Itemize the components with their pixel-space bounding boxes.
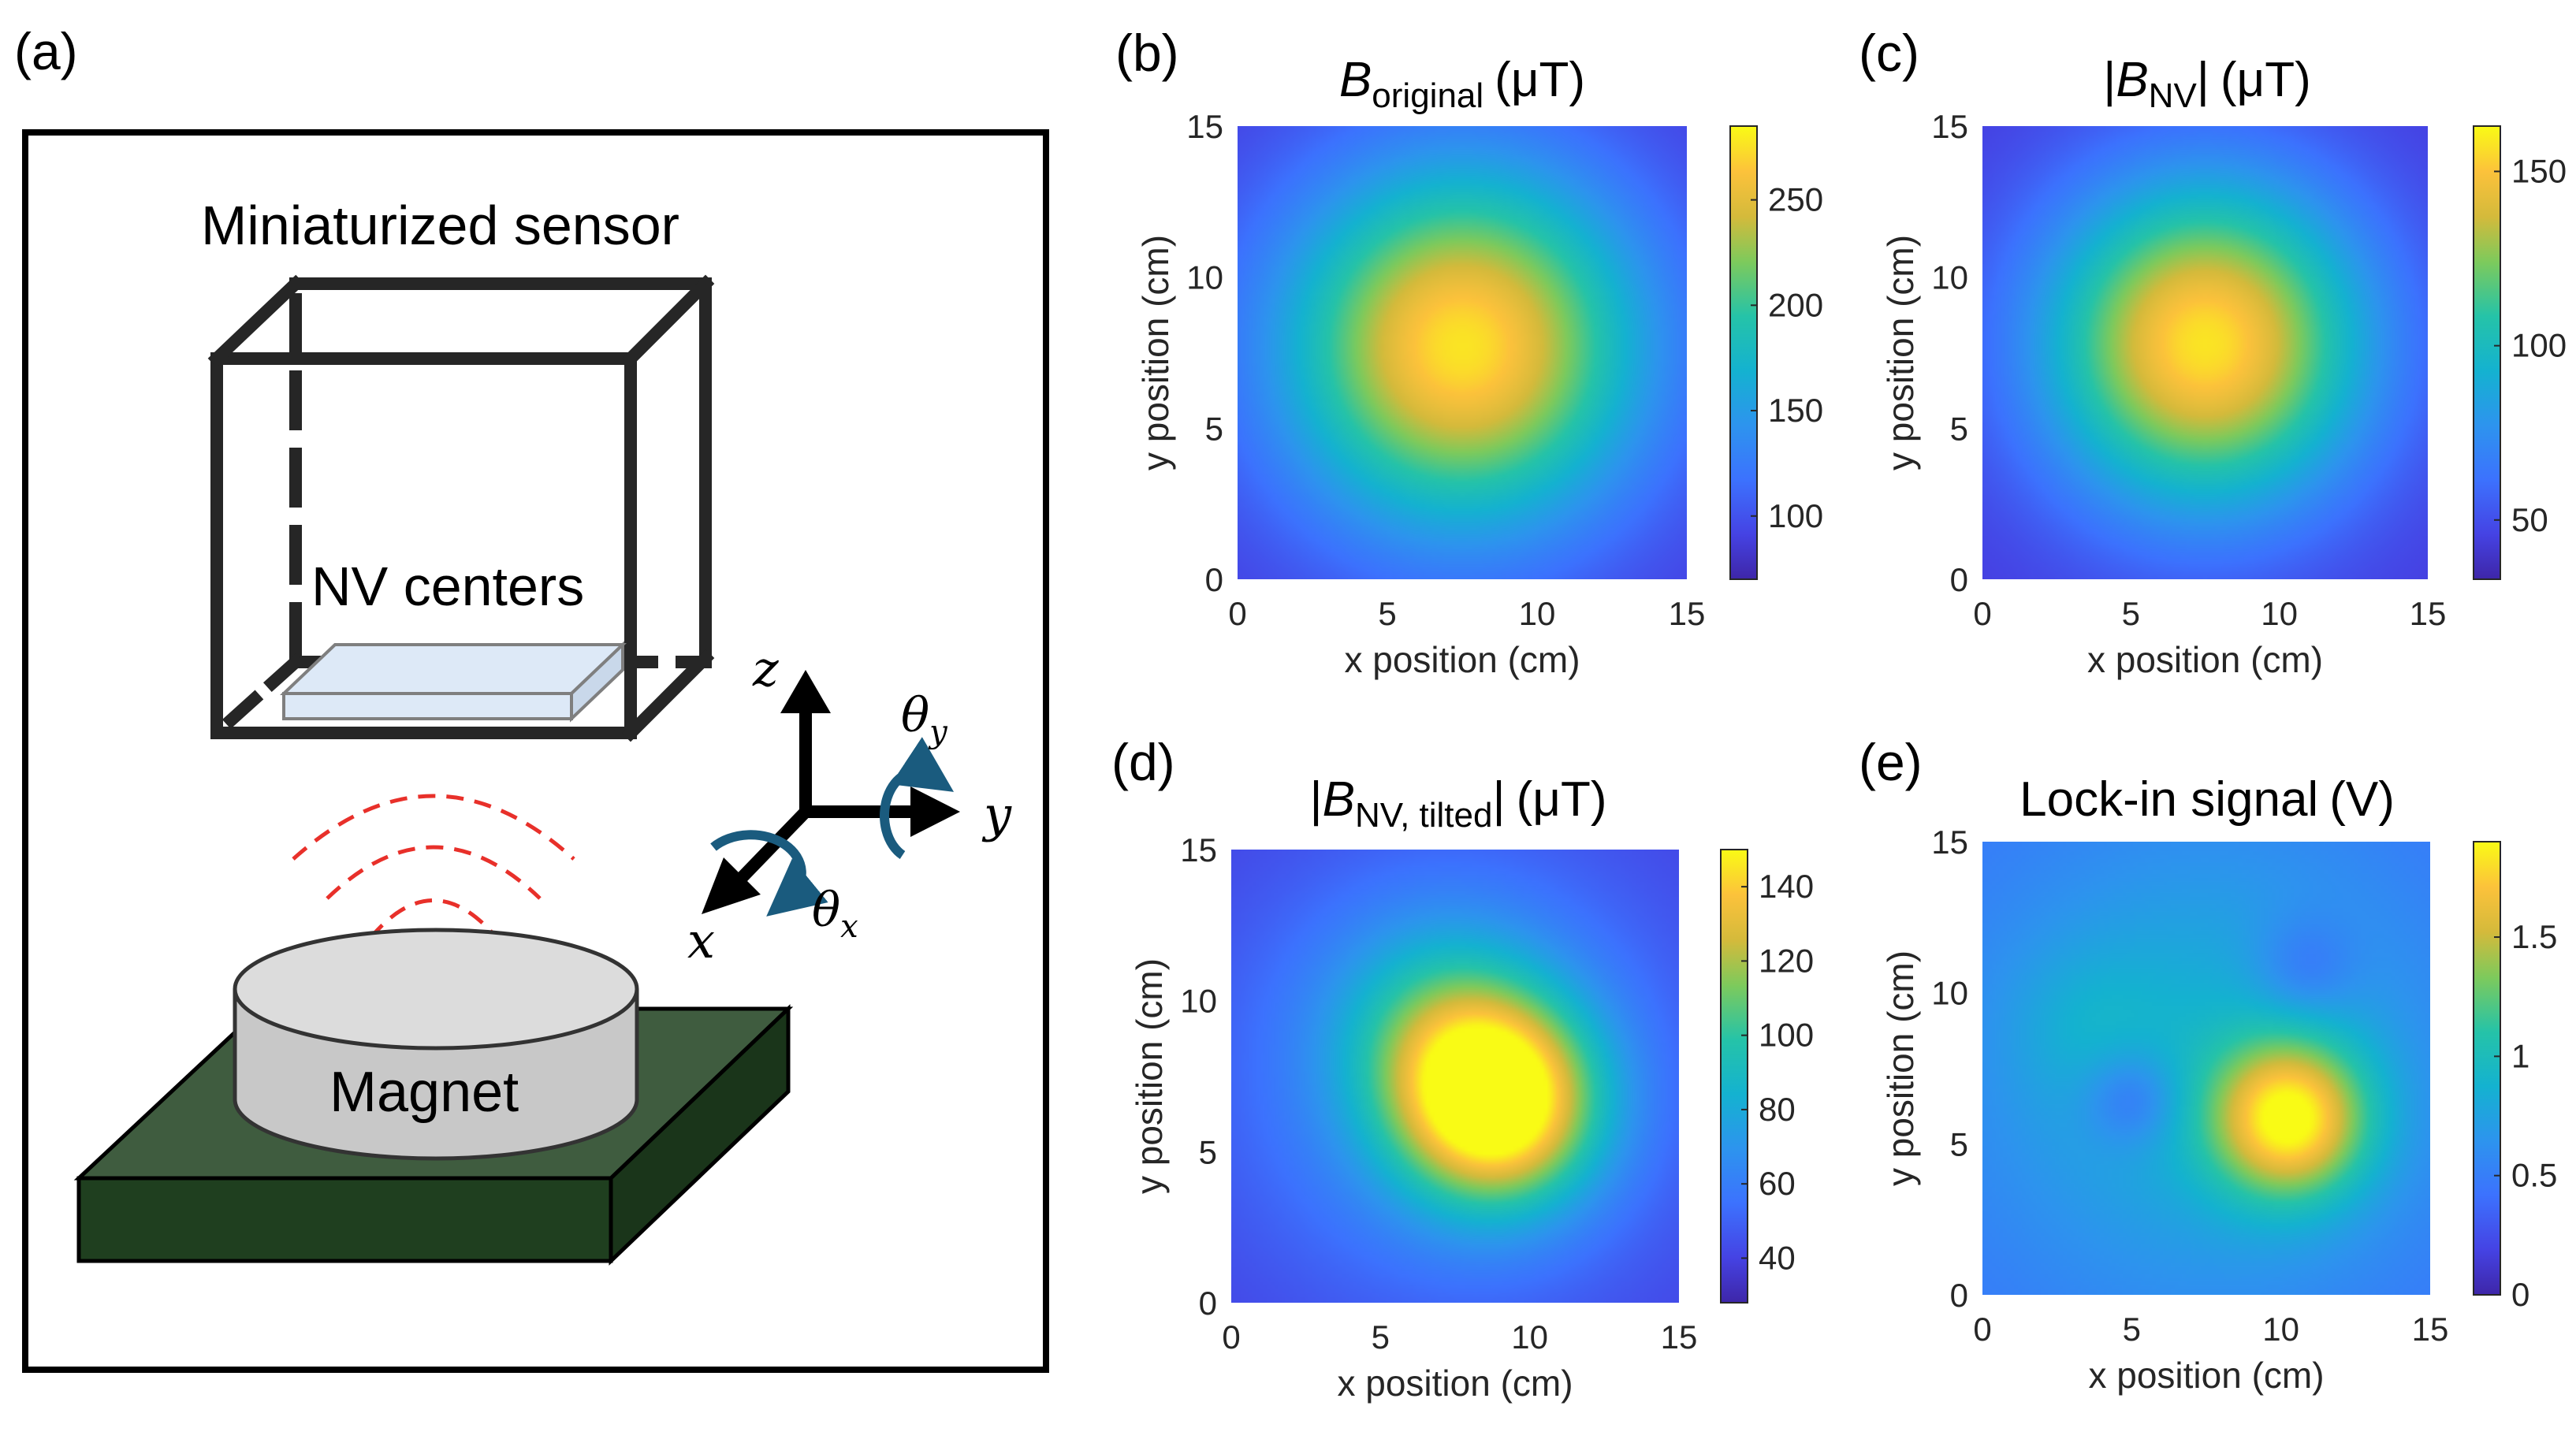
y-tick-label: 0 <box>1950 1277 1968 1314</box>
x-axis-label: x <box>687 912 715 969</box>
x-tick-label: 0 <box>1973 1311 1991 1348</box>
colorbar <box>2473 841 2501 1296</box>
panel-a-illustration: (a) Miniaturized sensor NV centers <box>14 22 1049 1373</box>
x-tick-label: 0 <box>1973 595 1991 632</box>
colorbar <box>1720 849 1748 1304</box>
y-tick-label: 5 <box>1199 1133 1217 1170</box>
panel-label: (d) <box>1111 733 1175 791</box>
x-axis-label: x position (cm) <box>2088 1355 2324 1396</box>
heatmap-title: |BNV|(μT) <box>2103 53 2311 115</box>
y-tick-label: 0 <box>1950 561 1968 598</box>
heatmap-panel-2: (d) |BNV, tilted|(μT) 0 5 10 15 0 5 10 15 x positi… <box>1111 733 1814 1404</box>
heatmap-title: Boriginal(μT) <box>1339 53 1585 115</box>
colorbar-tick-label: 0 <box>2511 1276 2529 1313</box>
x-tick-label: 5 <box>1372 1318 1390 1356</box>
coordinate-axes <box>702 670 960 917</box>
panel-a-frame <box>22 129 1049 1373</box>
y-axis-label: y position (cm) <box>1135 235 1176 470</box>
x-tick-label: 15 <box>1661 1318 1698 1356</box>
y-tick-label: 10 <box>1186 259 1223 296</box>
x-axis-label: x position (cm) <box>1344 639 1580 680</box>
heatmap-image <box>1238 126 1687 579</box>
panel-label: (b) <box>1115 24 1179 82</box>
x-tick-label: 0 <box>1228 595 1246 632</box>
x-tick-label: 10 <box>2261 595 2298 632</box>
heatmap-image <box>1982 126 2428 579</box>
z-axis-label: z <box>752 640 779 697</box>
x-tick-label: 10 <box>2262 1311 2299 1348</box>
x-tick-label: 15 <box>1669 595 1706 632</box>
colorbar-tick-label: 60 <box>1759 1165 1796 1202</box>
colorbar-tick-label: 150 <box>2511 153 2567 190</box>
x-axis-label: x position (cm) <box>1337 1363 1573 1404</box>
colorbar-tick-label: 100 <box>2511 327 2567 364</box>
x-tick-label: 5 <box>2122 595 2140 632</box>
y-tick-label: 10 <box>1931 259 1968 296</box>
x-tick-label: 15 <box>2410 595 2447 632</box>
colorbar-tick-label: 50 <box>2511 501 2548 538</box>
y-tick-label: 0 <box>1205 561 1223 598</box>
y-tick-label: 15 <box>1186 108 1223 145</box>
x-tick-label: 10 <box>1519 595 1556 632</box>
x-axis-label: x position (cm) <box>2087 639 2323 680</box>
x-tick-label: 0 <box>1222 1318 1240 1356</box>
colorbar-tick-label: 0.5 <box>2511 1157 2557 1194</box>
panel-label: (e) <box>1859 733 1923 791</box>
y-tick-label: 5 <box>1950 1125 1968 1162</box>
colorbar-tick-label: 100 <box>1768 497 1823 534</box>
colorbar-tick-label: 140 <box>1759 868 1814 905</box>
y-tick-label: 5 <box>1950 410 1968 447</box>
y-tick-label: 15 <box>1180 831 1217 868</box>
sensor-label: Miniaturized sensor <box>201 195 679 256</box>
y-tick-label: 10 <box>1931 975 1968 1012</box>
colorbar <box>2473 125 2501 580</box>
magnet-label: Magnet <box>329 1061 519 1124</box>
y-axis-label: y position (cm) <box>1129 958 1170 1194</box>
magnet-cylinder <box>233 928 639 1161</box>
nv-centers-label: NV centers <box>311 556 584 617</box>
heatmap-image <box>1982 842 2430 1295</box>
nv-plate <box>280 641 627 723</box>
theta-y-label: θy <box>901 688 948 750</box>
y-tick-label: 0 <box>1199 1285 1217 1322</box>
panel-a-label: (a) <box>14 22 78 80</box>
y-axis-label: y position (cm) <box>1880 235 1921 470</box>
y-axis-label: y position (cm) <box>1880 950 1921 1186</box>
colorbar-tick-label: 80 <box>1759 1091 1796 1128</box>
y-tick-label: 15 <box>1931 824 1968 861</box>
heatmap-title: |BNV, tilted|(μT) <box>1310 772 1607 835</box>
colorbar-tick-label: 120 <box>1759 942 1814 979</box>
x-tick-label: 5 <box>1378 595 1396 632</box>
colorbar <box>1729 125 1758 580</box>
colorbar-tick-label: 200 <box>1768 286 1823 323</box>
colorbar-tick-label: 100 <box>1759 1017 1814 1054</box>
y-tick-label: 5 <box>1205 410 1223 447</box>
magnetic-field-waves <box>292 794 575 939</box>
colorbar-tick-label: 1.5 <box>2511 918 2557 955</box>
y-tick-label: 15 <box>1931 108 1968 145</box>
colorbar-tick-label: 1 <box>2511 1037 2529 1074</box>
sensor-cube <box>207 274 715 742</box>
heatmap-title: Lock-in signal(V) <box>2019 772 2395 827</box>
colorbar-tick-label: 150 <box>1768 392 1823 429</box>
x-tick-label: 5 <box>2123 1311 2141 1348</box>
y-axis-label: y <box>981 786 1012 843</box>
theta-x-label: θx <box>812 883 858 945</box>
x-tick-label: 10 <box>1511 1318 1548 1356</box>
y-tick-label: 10 <box>1180 983 1217 1020</box>
heatmap-image <box>1231 850 1679 1303</box>
colorbar-tick-label: 250 <box>1768 181 1823 218</box>
panel-label: (c) <box>1859 24 1919 82</box>
colorbar-tick-label: 40 <box>1759 1239 1796 1276</box>
x-tick-label: 15 <box>2412 1311 2449 1348</box>
